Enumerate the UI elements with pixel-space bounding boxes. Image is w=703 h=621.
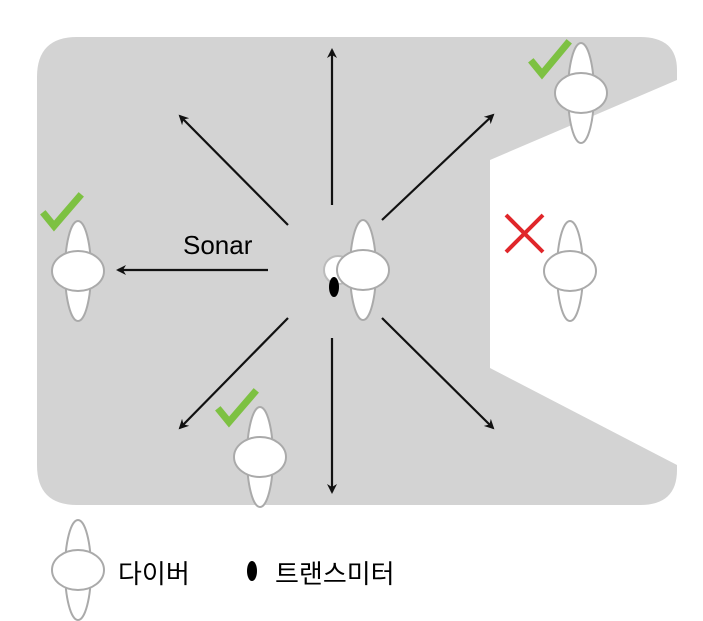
check-icon [215, 388, 259, 428]
diver-outside [543, 220, 597, 322]
legend-diver-label: 다이버 [118, 559, 190, 589]
arrow-down-left [178, 317, 289, 430]
sonar-arrows [116, 48, 495, 494]
cross-icon [504, 213, 545, 254]
arrow-down-right [381, 317, 495, 430]
check-icon [40, 192, 84, 232]
legend-transmitter-icon [247, 561, 257, 581]
transmitter-icon [329, 277, 339, 297]
legend-diver-icon [51, 519, 105, 621]
arrow-up-left [178, 114, 289, 226]
check-icon [528, 39, 572, 80]
diver-center [323, 219, 390, 321]
legend-transmitter-label: 트랜스미터 [275, 559, 395, 589]
sonar-label: Sonar [183, 230, 253, 260]
arrow-up-right [381, 113, 495, 221]
